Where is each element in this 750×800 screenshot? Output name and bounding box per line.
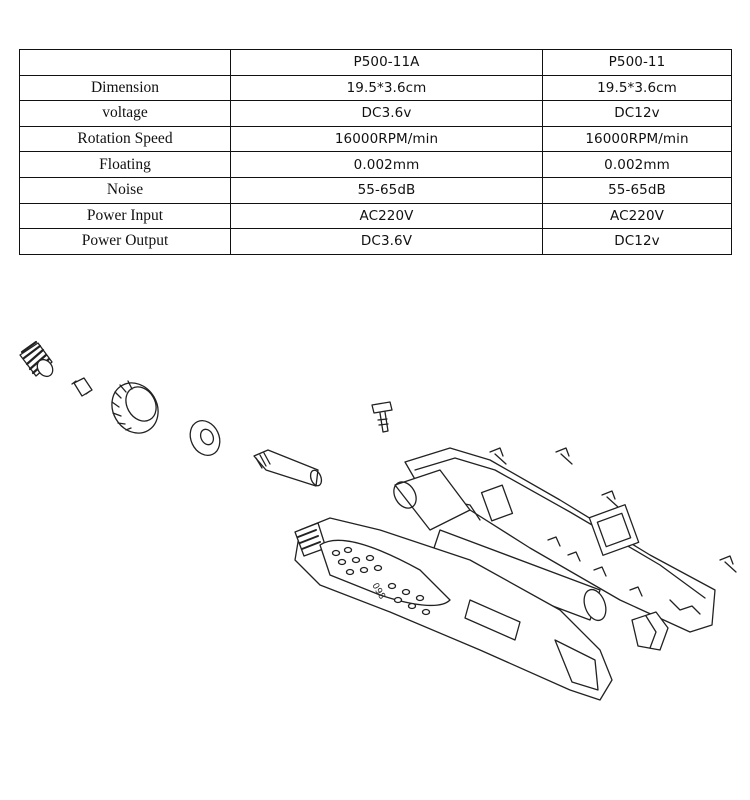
grip-dots	[331, 546, 431, 616]
row-value-b: 55-65dB	[542, 176, 732, 204]
row-label: Noise	[19, 176, 231, 204]
header-empty-cell	[19, 49, 231, 76]
header-model-p500-11a: P500-11A	[230, 49, 543, 76]
table-row: Power Input AC220V AC220V	[19, 202, 732, 230]
row-label: Floating	[19, 151, 231, 178]
row-label: Dimension	[19, 74, 231, 102]
lower-handle-part	[294, 517, 613, 701]
row-value-a: 19.5*3.6cm	[230, 74, 543, 102]
row-value-a: 55-65dB	[230, 176, 543, 204]
screw-part	[555, 447, 573, 465]
row-value-b: 19.5*3.6cm	[542, 74, 732, 102]
collet-part	[71, 377, 93, 397]
table-row: Rotation Speed 16000RPM/min 16000RPM/min	[19, 125, 732, 153]
row-label: Power Output	[19, 228, 231, 255]
motor-part	[393, 469, 607, 622]
table-row: Power Output DC3.6V DC12v	[19, 228, 732, 255]
row-label: Power Input	[19, 202, 231, 230]
row-label: voltage	[19, 100, 231, 127]
spec-table: P500-11A P500-11 Dimension 19.5*3.6cm 19…	[19, 49, 732, 255]
knurled-ring-part	[111, 380, 159, 434]
row-value-b: AC220V	[542, 202, 732, 230]
switch-part	[631, 611, 669, 651]
row-label: Rotation Speed	[19, 125, 231, 153]
header-model-p500-11: P500-11	[542, 49, 732, 76]
screw-part	[719, 555, 737, 573]
washer-part	[189, 419, 221, 457]
row-value-b: 16000RPM/min	[542, 125, 732, 153]
table-row: Dimension 19.5*3.6cm 19.5*3.6cm	[19, 74, 732, 102]
table-row: Noise 55-65dB 55-65dB	[19, 176, 732, 204]
table-header-row: P500-11A P500-11	[19, 49, 732, 76]
row-value-a: DC3.6v	[230, 100, 543, 127]
row-value-b: DC12v	[542, 228, 732, 255]
row-value-a: 16000RPM/min	[230, 125, 543, 153]
screw-part	[601, 490, 619, 508]
spindle-shaft-part	[253, 449, 323, 487]
table-row: voltage DC3.6v DC12v	[19, 100, 732, 127]
screw-part	[489, 447, 507, 465]
row-value-a: AC220V	[230, 202, 543, 230]
row-value-a: DC3.6V	[230, 228, 543, 255]
exploded-view-drawing: 098	[19, 340, 737, 701]
table-row: Floating 0.002mm 0.002mm	[19, 151, 732, 178]
screw-top-part	[371, 401, 393, 433]
row-value-b: DC12v	[542, 100, 732, 127]
collet-nut-part	[19, 340, 54, 378]
row-value-b: 0.002mm	[542, 151, 732, 178]
row-value-a: 0.002mm	[230, 151, 543, 178]
